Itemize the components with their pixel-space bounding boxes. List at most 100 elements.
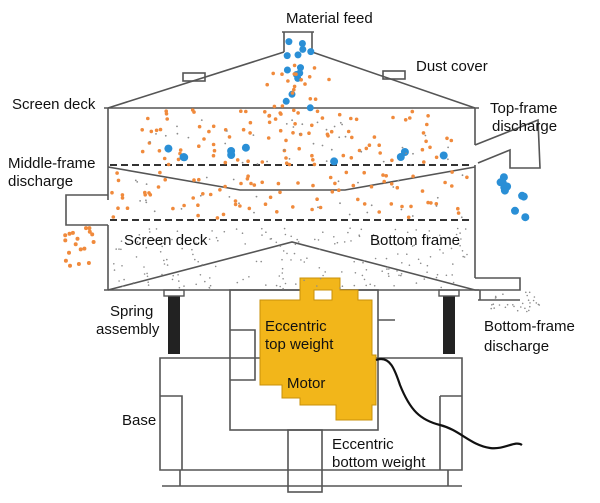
dust-cover-clamp-right (382, 70, 406, 80)
medium-particle (292, 87, 296, 92)
medium-particle (278, 190, 282, 195)
label-eccentric-bottom-weight-line2: bottom weight (332, 454, 426, 471)
fine-particle (406, 253, 408, 255)
medium-particle (329, 129, 334, 134)
large-particle (307, 48, 315, 56)
medium-particle (116, 206, 120, 210)
medium-particle (197, 177, 201, 182)
medium-particle (312, 66, 317, 70)
fine-particle (455, 233, 458, 236)
medium-particle (284, 161, 289, 165)
fine-particle (525, 291, 527, 294)
medium-particle (403, 118, 408, 122)
fine-particle (187, 136, 190, 139)
fine-particle (461, 250, 464, 252)
fine-particle (386, 268, 388, 270)
medium-particle (271, 71, 276, 76)
medium-particle (330, 190, 335, 194)
fine-particle (155, 228, 158, 230)
medium-particle (215, 216, 220, 220)
medium-particle (191, 196, 195, 200)
fine-particle (214, 265, 217, 268)
fine-particle (253, 211, 255, 214)
medium-particle (389, 202, 394, 206)
fine-particle (147, 281, 149, 284)
medium-particle (265, 82, 270, 87)
medium-particle (327, 77, 331, 82)
fine-particle (297, 241, 300, 243)
fine-particle (440, 286, 443, 289)
particles (63, 38, 541, 313)
medium-particle (408, 116, 412, 120)
fine-particle (452, 263, 454, 265)
fine-particle (347, 231, 349, 234)
fine-particle (344, 135, 347, 138)
large-particle (521, 213, 530, 222)
medium-particle (349, 116, 353, 121)
medium-particle (434, 202, 439, 206)
fine-particle (447, 146, 449, 149)
medium-particle (318, 205, 323, 210)
medium-particle (292, 84, 297, 89)
fine-particle (161, 273, 163, 276)
fine-particle (160, 243, 162, 245)
fine-particle (417, 258, 420, 261)
fine-particle (132, 282, 135, 284)
medium-particle (267, 114, 271, 118)
fine-particle (255, 195, 258, 198)
label-middle-frame-discharge-line1: Middle-frame (8, 155, 96, 172)
fine-particle (372, 233, 375, 236)
medium-particle (286, 79, 290, 83)
fine-particle (281, 267, 284, 270)
medium-particle (410, 109, 415, 114)
fine-particle (404, 242, 407, 244)
fine-particle (350, 240, 352, 242)
large-particle (306, 104, 314, 112)
fine-particle (349, 227, 351, 229)
medium-particle (296, 181, 300, 185)
medium-particle (429, 201, 433, 205)
medium-particle (422, 160, 426, 164)
fine-particle (426, 235, 429, 237)
fine-particle (341, 285, 344, 288)
fine-particle (145, 246, 148, 249)
fine-particle (209, 288, 211, 291)
fine-particle (436, 273, 439, 276)
fine-particle (235, 228, 238, 230)
medium-particle (287, 162, 292, 167)
medium-particle (178, 148, 183, 152)
fine-particle (123, 278, 125, 281)
medium-particle (369, 184, 374, 189)
fine-particle (199, 274, 202, 276)
medium-particle (326, 134, 330, 138)
fine-particle (343, 241, 346, 243)
medium-particle (233, 199, 238, 203)
fine-particle (529, 302, 531, 304)
medium-particle (443, 180, 447, 185)
fine-particle (290, 259, 292, 261)
medium-particle (197, 144, 201, 148)
fine-particle (394, 228, 397, 231)
fine-particle (513, 305, 515, 308)
fine-particle (365, 284, 368, 287)
medium-particle (434, 155, 439, 160)
fine-particle (459, 232, 461, 234)
fine-particle (341, 271, 343, 273)
medium-particle (303, 82, 307, 86)
top-frame (107, 108, 476, 176)
medium-particle (197, 124, 202, 129)
medium-particle (164, 112, 169, 116)
fine-particle (381, 270, 384, 273)
fine-particle (457, 242, 460, 245)
medium-particle (248, 120, 253, 125)
medium-particle (378, 151, 383, 155)
dust-cover (107, 51, 476, 109)
fine-particle (526, 294, 528, 297)
fine-particle (281, 272, 284, 274)
medium-particle (63, 238, 68, 243)
medium-particle (384, 174, 389, 178)
medium-particle (276, 181, 281, 186)
fine-particle (163, 259, 165, 262)
fine-particle (325, 128, 328, 131)
fine-particle (209, 277, 211, 279)
